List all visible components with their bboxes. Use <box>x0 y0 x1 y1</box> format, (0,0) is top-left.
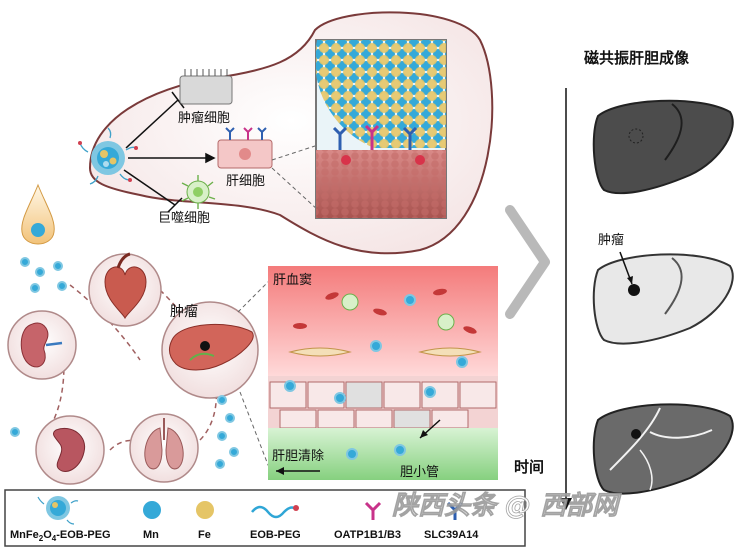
liver-sinusoid-label: 肝血窦 <box>273 273 312 288</box>
sinusoid-panel <box>268 266 498 480</box>
hepatobiliary-clearance-label: 肝胆清除 <box>272 449 324 464</box>
heart-organ <box>88 252 162 327</box>
spleen-organ <box>35 415 105 485</box>
legend-oatp-label: OATP1B1/B3 <box>334 529 401 541</box>
liver-mri-late <box>592 403 734 495</box>
oatp-receptor-icon <box>364 501 382 520</box>
nanoparticle-icon <box>78 127 138 185</box>
tumor-label-left: 肿瘤 <box>170 303 198 320</box>
nanoparticle-icon <box>37 496 79 525</box>
mn-sphere-icon <box>143 501 161 519</box>
legend: MnFe2O4-EOB-PEG Mn Fe EOB-PEG OATP1B1/B3… <box>4 489 526 547</box>
zoom-inset-binding <box>315 39 447 219</box>
chevron-right-icon <box>505 205 550 319</box>
legend-fe-label: Fe <box>198 529 211 541</box>
tumor-cell-label: 肿瘤细胞 <box>178 110 230 126</box>
macrophage-icon <box>181 175 216 209</box>
lungs-organ <box>129 413 199 483</box>
circulating-nanoparticles <box>10 257 239 469</box>
inhibit-bar-tumor-cell <box>171 91 185 109</box>
liver-mri-middle <box>592 251 734 345</box>
legend-nanoparticle-label: MnFe2O4-EOB-PEG <box>10 529 111 543</box>
legend-mn-label: Mn <box>143 529 159 541</box>
targeting-arrows <box>123 91 216 213</box>
eob-peg-chain-icon <box>251 505 295 519</box>
fe-sphere-icon <box>196 501 214 519</box>
watermark: 陕西头条 @ 西部网 <box>392 491 622 521</box>
inhibit-bar-macrophage <box>167 197 183 213</box>
legend-slc-label: SLC39A14 <box>424 529 479 541</box>
legend-eob-peg-label: EOB-PEG <box>250 529 301 541</box>
tumor-cell-icon <box>179 69 233 105</box>
kidney-organ <box>7 310 77 380</box>
macrophage-label: 巨噬细胞 <box>158 211 210 226</box>
hepatocyte-label: 肝细胞 <box>226 174 265 189</box>
injection-drop-icon <box>21 183 55 245</box>
bile-canaliculus-label: 胆小管 <box>400 465 439 480</box>
liver-mri-early <box>592 99 734 195</box>
slc-transporter-icon <box>446 501 464 520</box>
tumor-label-mri: 肿瘤 <box>598 232 624 248</box>
hepatocyte-icon <box>217 127 273 169</box>
imaging-title: 磁共振肝胆成像 <box>584 49 690 67</box>
liver-tumor-organ <box>161 301 259 399</box>
time-label: 时间 <box>514 458 544 476</box>
